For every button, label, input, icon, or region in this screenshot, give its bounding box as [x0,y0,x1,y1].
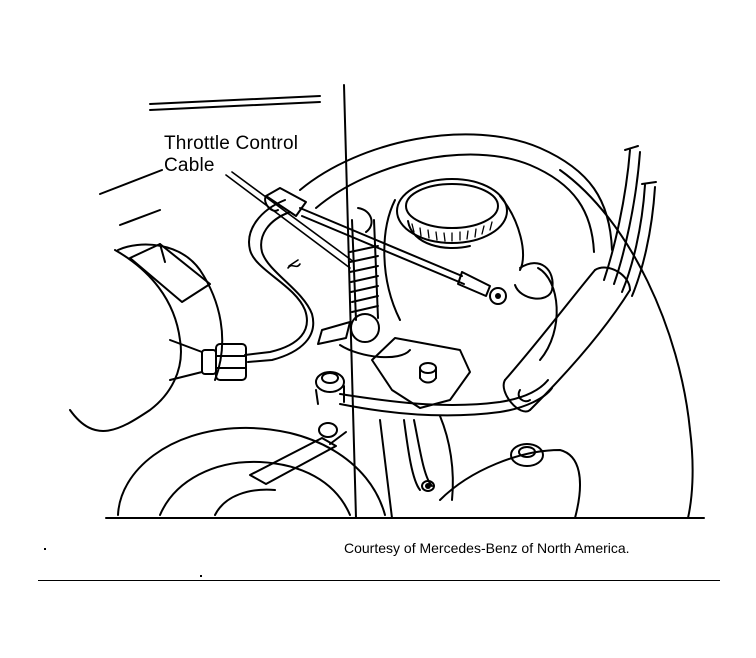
fuel-line-fitting-lower [315,371,345,405]
callout-leader [225,171,355,269]
fuel-line-left [244,199,308,356]
linkage-rods [379,415,454,519]
hood-edge-lines [99,95,321,226]
throttle-control-cable-label: Throttle Control Cable [164,133,298,177]
throttle-linkage-spring [317,207,411,359]
callout-line-2: Cable [164,155,215,176]
mounting-bolt [510,443,544,467]
hose-sleeve [502,266,631,413]
cable-ball-end [495,293,501,299]
fuel-line-lower [339,379,553,417]
firewall-edge [343,84,357,519]
cylinder-knurling [411,221,493,242]
throttle-cable [299,207,507,305]
scan-speck [44,548,46,550]
scan-speck [200,575,202,577]
fender-contour [69,249,182,432]
courtesy-caption: Courtesy of Mercedes-Benz of North Ameri… [344,540,630,556]
vacuum-lines [603,145,657,297]
fuel-pump-cylinder [383,178,524,321]
throttle-lever-plate [371,337,471,409]
bracket-block [129,243,211,303]
fuel-line-nut [169,339,247,381]
hose-clamp [249,422,347,485]
hose-arch [299,133,613,253]
caption-divider [38,580,720,581]
air-cleaner-housing [117,426,386,516]
callout-line-1: Throttle Control [164,133,299,154]
rod-end [425,483,431,489]
engine-block-right [439,169,694,519]
